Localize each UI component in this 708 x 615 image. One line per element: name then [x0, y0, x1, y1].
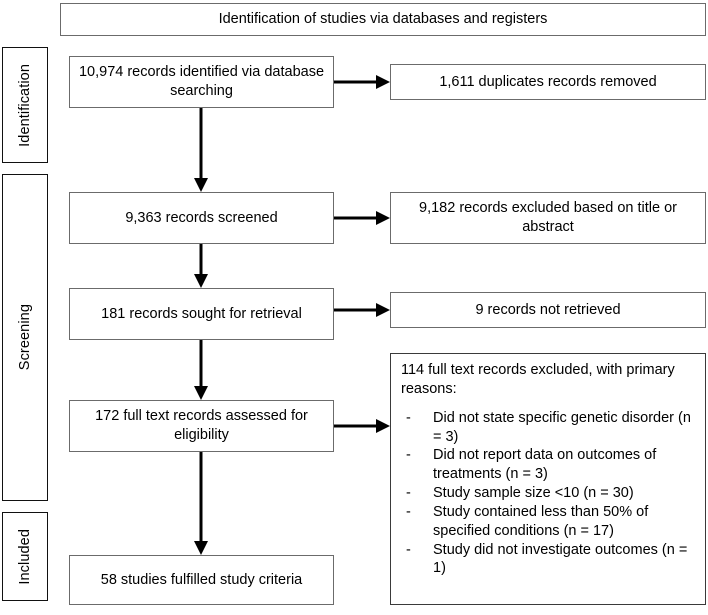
exclusion-reason-item: - Study did not investigate outcomes (n …	[400, 541, 697, 579]
records-screened-text: 9,363 records screened	[125, 209, 278, 226]
box-records-not-retrieved: 9 records not retrieved	[390, 292, 706, 328]
full-text-excluded-heading: 114 full text records excluded, with pri…	[401, 362, 675, 397]
exclusion-reason-text: Study sample size <10 (n = 30)	[433, 485, 634, 502]
exclusion-reason-item: - Did not state specific genetic disorde…	[400, 409, 697, 447]
list-dash: -	[406, 409, 411, 426]
included-studies-text: 58 studies fulfilled study criteria	[100, 571, 303, 588]
diagram-title-box: Identification of studies via databases …	[60, 3, 706, 36]
box-records-sought-retrieval: 181 records sought for retrieval	[69, 288, 334, 340]
list-dash: -	[406, 503, 411, 520]
duplicates-removed-text: 1,611 duplicates records removed	[439, 73, 657, 90]
exclusion-reason-text: Did not state specific genetic disorder …	[433, 409, 691, 445]
records-identified-text: 10,974 records identified via database s…	[78, 64, 325, 99]
box-assessed-eligibility: 172 full text records assessed for eligi…	[69, 400, 334, 452]
list-dash: -	[406, 485, 411, 502]
box-included-studies: 58 studies fulfilled study criteria	[69, 555, 334, 605]
list-dash: -	[406, 541, 411, 558]
exclusion-reasons-list: - Did not state specific genetic disorde…	[400, 409, 697, 579]
excluded-title-abstract-text: 9,182 records excluded based on title or…	[419, 200, 677, 235]
records-sought-retrieval-text: 181 records sought for retrieval	[101, 305, 302, 322]
box-records-screened: 9,363 records screened	[69, 192, 334, 244]
stage-identification: Identification	[2, 47, 48, 163]
diagram-title: Identification of studies via databases …	[218, 11, 548, 28]
box-records-identified: 10,974 records identified via database s…	[69, 56, 334, 108]
box-full-text-excluded: 114 full text records excluded, with pri…	[390, 353, 706, 605]
exclusion-reason-text: Did not report data on outcomes of treat…	[433, 447, 657, 483]
exclusion-reason-text: Study contained less than 50% of specifi…	[433, 503, 649, 539]
box-excluded-title-abstract: 9,182 records excluded based on title or…	[390, 192, 706, 244]
stage-screening: Screening	[2, 174, 48, 501]
assessed-eligibility-text: 172 full text records assessed for eligi…	[95, 408, 308, 443]
stage-included: Included	[2, 512, 48, 601]
exclusion-reason-text: Study did not investigate outcomes (n = …	[433, 541, 688, 577]
exclusion-reason-item: - Study contained less than 50% of speci…	[400, 503, 697, 541]
exclusion-reason-item: - Study sample size <10 (n = 30)	[400, 484, 697, 503]
records-not-retrieved-text: 9 records not retrieved	[475, 301, 621, 318]
box-duplicates-removed: 1,611 duplicates records removed	[390, 64, 706, 100]
list-dash: -	[406, 447, 411, 464]
exclusion-reason-item: - Did not report data on outcomes of tre…	[400, 446, 697, 484]
